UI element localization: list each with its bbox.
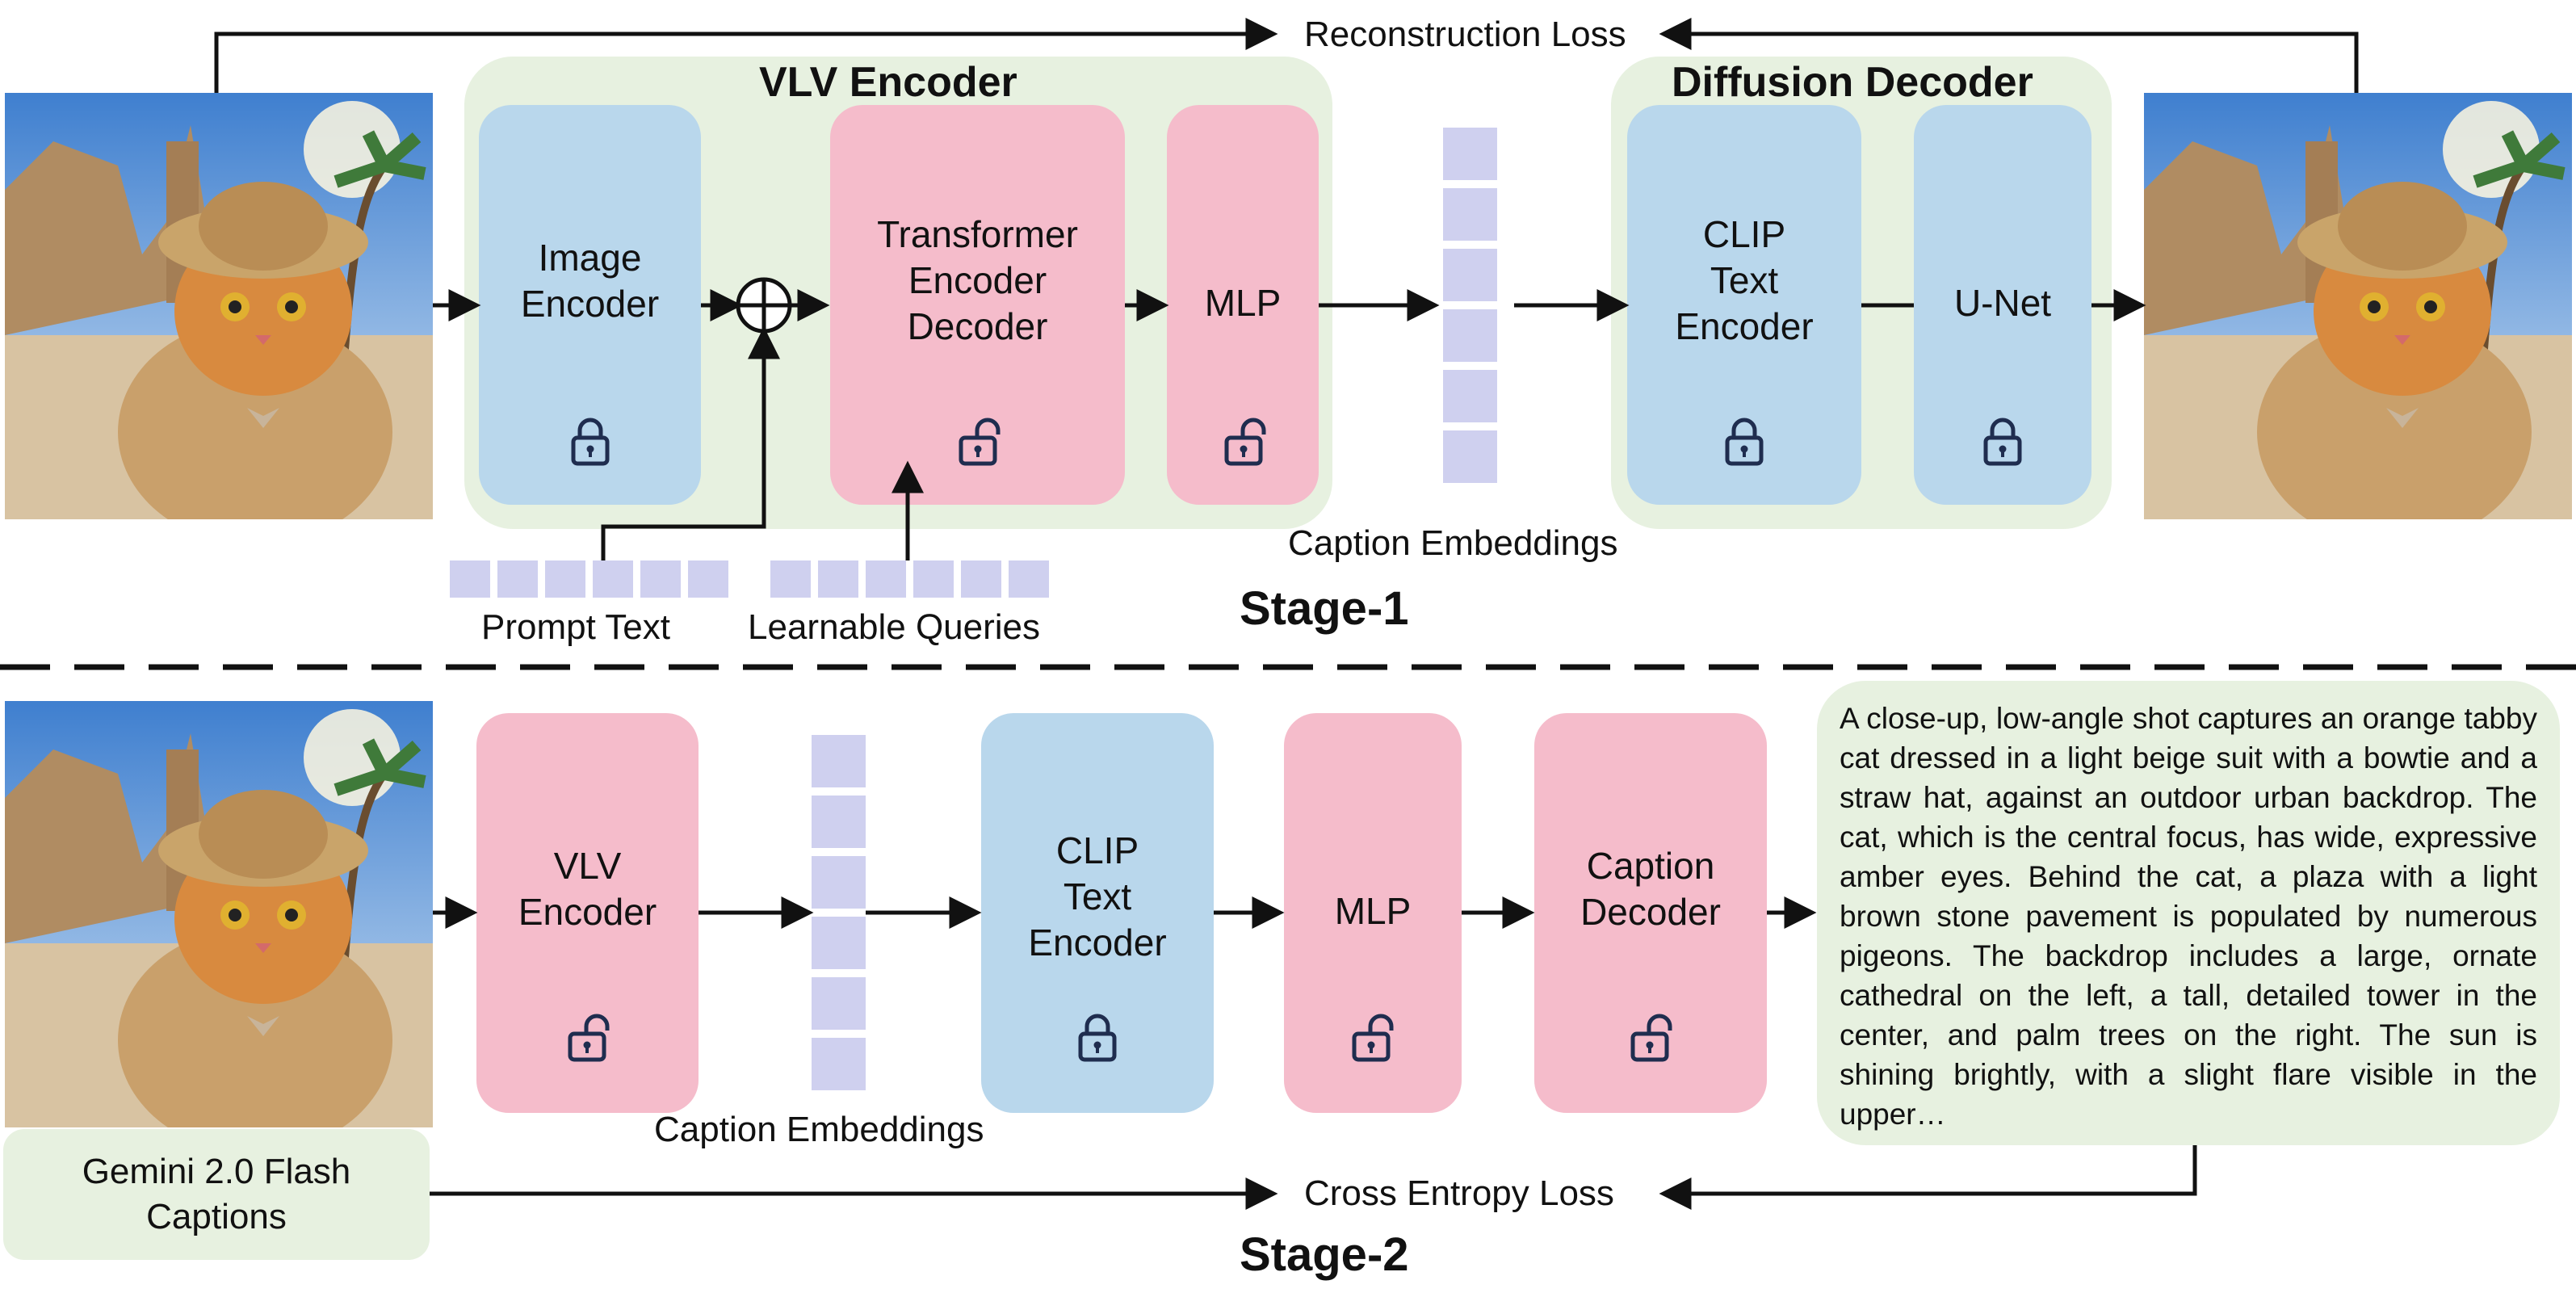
image-encoder-label: Image Encoder [520,236,660,325]
lock-icon [570,416,610,470]
transformer-encoder-decoder-block: Transformer Encoder Decoder [830,105,1125,505]
diffusion-decoder-title: Diffusion Decoder [1672,59,2033,106]
cat-photo [5,701,433,1127]
clip-text-encoder-block-stage1: CLIP Text Encoder [1627,105,1861,505]
reconstructed-image-stage1 [2144,93,2572,519]
unlock-icon [567,1012,610,1066]
token [688,560,728,598]
caption-embeddings-label-stage2: Caption Embeddings [654,1110,984,1149]
caption-embedding-tokens-stage1 [1443,128,1497,483]
generated-caption-box: A close-up, low-angle shot captures an o… [1817,681,2560,1145]
learnable-queries-label: Learnable Queries [748,607,1041,647]
transformer-label: Transformer Encoder Decoder [877,213,1078,347]
cross-entropy-loss-label: Cross Entropy Loss [1304,1173,1614,1213]
token [640,560,681,598]
clip-text-encoder-block-stage2: CLIP Text Encoder [981,713,1214,1113]
prompt-text-label: Prompt Text [481,607,670,647]
unlock-icon [1223,416,1267,470]
mlp-label: MLP [1334,889,1412,932]
embedding-token [812,1038,866,1090]
mlp-block-stage1: MLP [1167,105,1319,505]
embedding-token [1443,309,1497,362]
token [497,560,538,598]
token [593,560,633,598]
clip-text-encoder-label: CLIP Text Encoder [1028,829,1167,963]
clip-text-encoder-label: CLIP Text Encoder [1675,213,1814,347]
unet-block: U-Net [1914,105,2091,505]
embedding-token [812,917,866,969]
unlock-icon [1630,1012,1673,1066]
unet-label: U-Net [1953,281,2052,324]
stage-1-label: Stage-1 [1240,582,1409,635]
caption-decoder-block: Caption Decoder [1534,713,1767,1113]
token [450,560,490,598]
input-image-stage2 [5,701,433,1127]
image-encoder-block: Image Encoder [479,105,701,505]
token [818,560,858,598]
embedding-token [812,796,866,848]
unlock-icon [1351,1012,1395,1066]
cat-photo [2144,93,2572,519]
vlv-encoder-title: VLV Encoder [759,59,1017,106]
input-image-stage1 [5,93,433,519]
lock-icon [1077,1012,1118,1066]
caption-decoder-label: Caption Decoder [1580,844,1721,933]
token [1009,560,1049,598]
embedding-token [812,735,866,787]
token [913,560,954,598]
token [545,560,585,598]
embedding-token [1443,249,1497,301]
mlp-label: MLP [1204,281,1282,324]
vlv-encoder-label: VLV Encoder [518,844,657,933]
embedding-token [1443,128,1497,180]
cat-photo [5,93,433,519]
token [770,560,811,598]
lock-icon [1724,416,1764,470]
embedding-token [812,856,866,909]
mlp-block-stage2: MLP [1284,713,1462,1113]
plus-circle-icon [736,277,792,334]
unlock-icon [958,416,1001,470]
embedding-token [1443,370,1497,422]
lock-icon [1982,416,2023,470]
token [961,560,1001,598]
learnable-query-tokens [770,560,1049,598]
embedding-token [812,977,866,1030]
gemini-captions-box: Gemini 2.0 Flash Captions [3,1129,430,1260]
embedding-token [1443,188,1497,241]
stage-2-label: Stage-2 [1240,1228,1409,1281]
embedding-token [1443,430,1497,483]
prompt-text-tokens [450,560,728,598]
caption-embeddings-label-stage1: Caption Embeddings [1288,523,1618,563]
caption-embedding-tokens-stage2 [812,735,866,1090]
token [866,560,906,598]
vlv-encoder-block-stage2: VLV Encoder [476,713,699,1113]
reconstruction-loss-label: Reconstruction Loss [1304,15,1626,54]
